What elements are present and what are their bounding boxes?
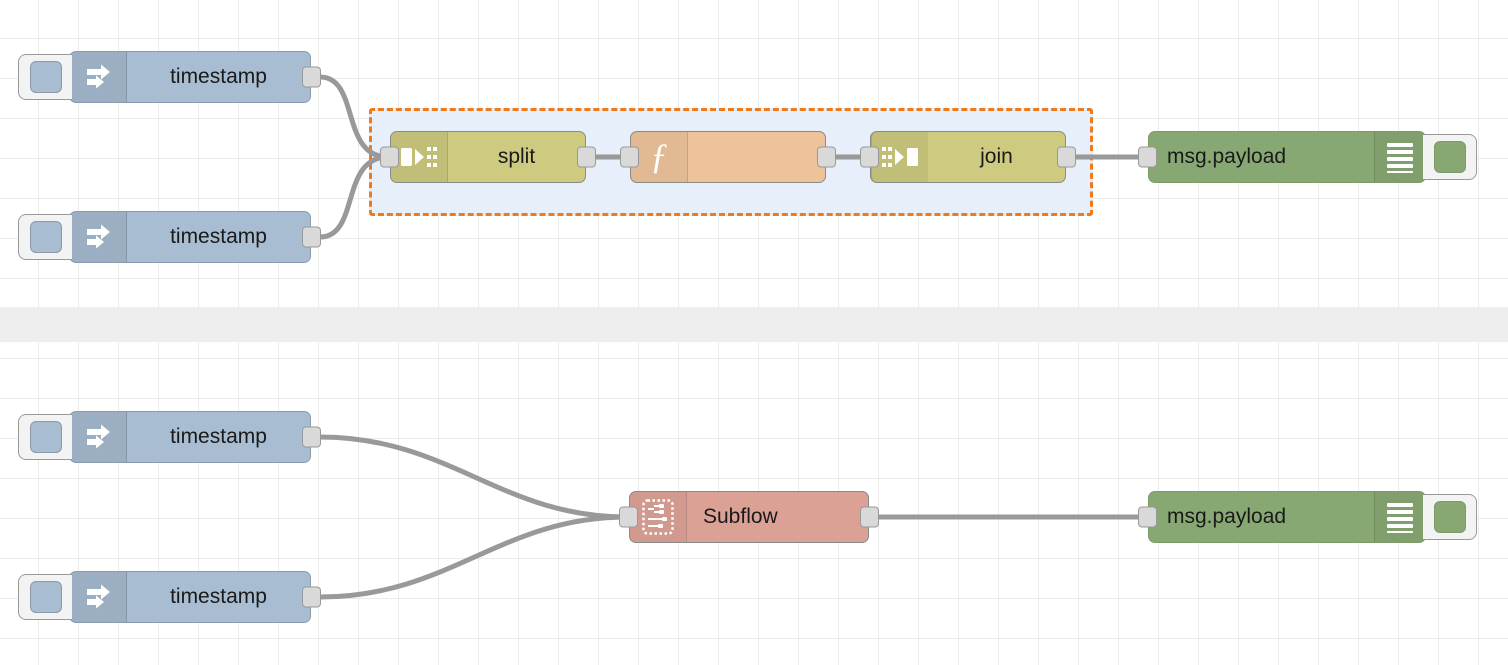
node-output-port[interactable] — [1057, 146, 1076, 168]
svg-text:ƒ: ƒ — [650, 137, 668, 176]
node-input-port[interactable] — [619, 506, 638, 528]
join-icon — [871, 132, 928, 182]
node-label: join — [980, 145, 1013, 168]
node-input-port[interactable] — [860, 146, 879, 168]
node-inject-timestamp[interactable]: timestamp — [18, 211, 321, 263]
node-label: split — [497, 145, 536, 168]
subflow-icon — [630, 492, 687, 542]
debug-toggle-indicator — [1433, 141, 1466, 173]
inject-trigger-indicator — [29, 421, 62, 453]
node-output-port[interactable] — [302, 226, 321, 248]
node-function[interactable]: ƒ — [620, 131, 836, 183]
node-output-port[interactable] — [302, 586, 321, 608]
node-inject-timestamp[interactable]: timestamp — [18, 411, 321, 463]
inject-trigger-indicator — [29, 221, 62, 253]
node-output-port[interactable] — [860, 506, 879, 528]
debug-lines-icon — [1374, 132, 1425, 182]
inject-trigger-button[interactable] — [18, 574, 72, 620]
split-icon — [391, 132, 448, 182]
inject3-to-subflow[interactable] — [317, 434, 630, 520]
inject-arrow-icon — [70, 412, 127, 462]
node-label: timestamp — [170, 65, 267, 88]
node-label: msg.payload — [1167, 145, 1287, 168]
node-subflow-subflow[interactable]: Subflow — [619, 491, 879, 543]
node-join-join[interactable]: join — [860, 131, 1076, 183]
node-debug-msg-payload[interactable]: msg.payload — [1138, 131, 1477, 183]
node-output-port[interactable] — [577, 146, 596, 168]
inject-trigger-indicator — [29, 61, 62, 93]
node-output-port[interactable] — [302, 426, 321, 448]
function-icon: ƒ — [631, 132, 688, 182]
node-inject-timestamp[interactable]: timestamp — [18, 51, 321, 103]
debug-toggle-indicator — [1433, 501, 1466, 533]
node-label: timestamp — [170, 225, 267, 248]
node-label: timestamp — [170, 585, 267, 608]
node-output-port[interactable] — [817, 146, 836, 168]
node-label: msg.payload — [1167, 505, 1287, 528]
inject-trigger-button[interactable] — [18, 414, 72, 460]
node-label: Subflow — [703, 505, 778, 528]
inject-trigger-button[interactable] — [18, 54, 72, 100]
inject4-to-subflow[interactable] — [317, 514, 630, 600]
debug-toggle-button[interactable] — [1423, 134, 1477, 180]
node-split-split[interactable]: split — [380, 131, 596, 183]
node-debug-msg-payload[interactable]: msg.payload — [1138, 491, 1477, 543]
inject-trigger-button[interactable] — [18, 214, 72, 260]
inject-arrow-icon — [70, 212, 127, 262]
node-input-port[interactable] — [1138, 146, 1157, 168]
inject-trigger-indicator — [29, 581, 62, 613]
node-output-port[interactable] — [302, 66, 321, 88]
debug-lines-icon — [1374, 492, 1425, 542]
node-inject-timestamp[interactable]: timestamp — [18, 571, 321, 623]
node-input-port[interactable] — [380, 146, 399, 168]
inject-arrow-icon — [70, 572, 127, 622]
node-input-port[interactable] — [620, 146, 639, 168]
inject-arrow-icon — [70, 52, 127, 102]
node-input-port[interactable] — [1138, 506, 1157, 528]
flow-divider — [0, 307, 1508, 342]
debug-toggle-button[interactable] — [1423, 494, 1477, 540]
node-label: timestamp — [170, 425, 267, 448]
